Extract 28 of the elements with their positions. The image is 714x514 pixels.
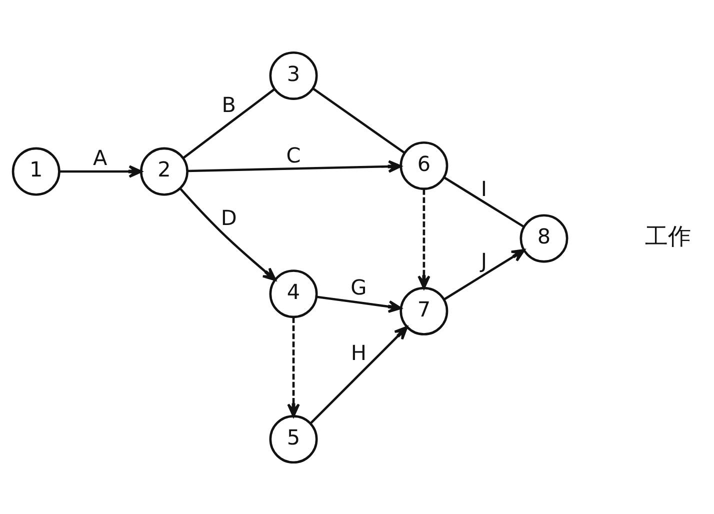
edge-label: J xyxy=(480,248,488,272)
edge-label: A xyxy=(93,146,108,170)
connector xyxy=(182,88,276,158)
label: 工作 xyxy=(645,224,692,250)
edge-label: D xyxy=(220,206,237,230)
node-circle: 3 xyxy=(269,50,318,100)
node-circle: 5 xyxy=(269,414,318,464)
connector xyxy=(443,176,525,228)
arrow xyxy=(59,164,142,178)
arrow xyxy=(180,188,276,280)
node-circle: 7 xyxy=(400,286,448,335)
connector xyxy=(312,87,406,154)
node-circle: 2 xyxy=(140,146,188,196)
node-circle: 1 xyxy=(12,146,60,196)
edge-label: B xyxy=(222,92,236,116)
arrow xyxy=(187,160,402,172)
edge-label: G xyxy=(350,274,367,299)
arrow xyxy=(310,326,408,424)
arrow xyxy=(418,188,430,289)
arrow xyxy=(443,248,526,300)
edge-label: C xyxy=(286,143,301,168)
arrow xyxy=(316,295,402,312)
node-circle: 8 xyxy=(520,214,568,262)
edge-label: H xyxy=(350,340,367,365)
arrow xyxy=(287,316,300,417)
edge-label: I xyxy=(480,176,488,201)
node-circle: 4 xyxy=(269,269,318,318)
node-circle: 6 xyxy=(400,141,448,190)
